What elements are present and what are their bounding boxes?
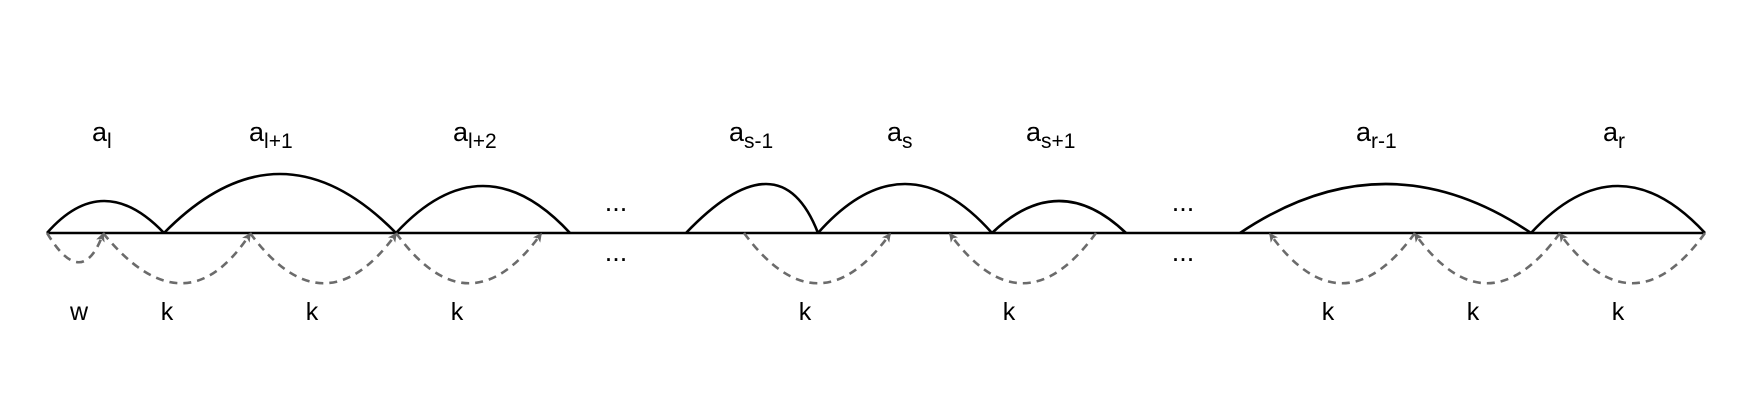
edge-label-k-2: k: [306, 298, 319, 326]
segment-arc-a-l+2: [395, 184, 571, 234]
edge-label-k-3: k: [451, 298, 464, 326]
arc-label-a-r-1: ar-1: [1356, 117, 1397, 153]
dashed-arrow-w: [45, 232, 105, 264]
dashed-arrow-k-4: [742, 232, 892, 285]
edge-label-k-5: k: [1003, 298, 1016, 326]
dashed-arrow-k-1: [101, 232, 252, 285]
ellipsis-bottom-2: ...: [1172, 237, 1195, 267]
dashed-arrow-k-2: [248, 232, 398, 285]
edge-label-k-7: k: [1467, 298, 1480, 326]
segment-arc-a-r-1: [1239, 182, 1532, 235]
edge-label-w: w: [69, 298, 89, 326]
segment-arc-a-l: [46, 199, 165, 234]
edge-label-k-8: k: [1612, 298, 1625, 326]
arc-label-a-l+2: al+2: [453, 117, 497, 153]
arc-label-a-s+1: as+1: [1026, 117, 1075, 153]
arc-label-a-s: as: [887, 117, 913, 153]
segment-arc-a-l+1: [163, 172, 397, 234]
segment-arc-a-r: [1530, 184, 1706, 234]
dashed-arrow-k-5: [948, 232, 1098, 285]
ellipsis-bottom-1: ...: [605, 237, 628, 267]
dashed-arrow-k-7: [1413, 232, 1562, 285]
segment-arc-a-s+1: [991, 199, 1127, 234]
ellipsis-top-1: ...: [605, 187, 628, 217]
segment-arc-a-s: [817, 182, 993, 234]
edge-label-k-4: k: [799, 298, 812, 326]
edge-label-k-6: k: [1322, 298, 1335, 326]
arc-label-a-l: al: [92, 117, 112, 153]
segment-arc-a-s-1: [685, 182, 820, 234]
arc-label-a-l+1: al+1: [249, 117, 293, 153]
ellipsis-top-2: ...: [1172, 187, 1195, 217]
arc-label-a-r: ar: [1603, 117, 1625, 153]
dashed-arrow-k-8: [1558, 232, 1707, 285]
edge-label-k-1: k: [161, 298, 174, 326]
arc-label-a-s-1: as-1: [729, 117, 773, 153]
dashed-arrow-k-6: [1268, 232, 1417, 285]
dashed-arrow-k-3: [394, 232, 543, 285]
